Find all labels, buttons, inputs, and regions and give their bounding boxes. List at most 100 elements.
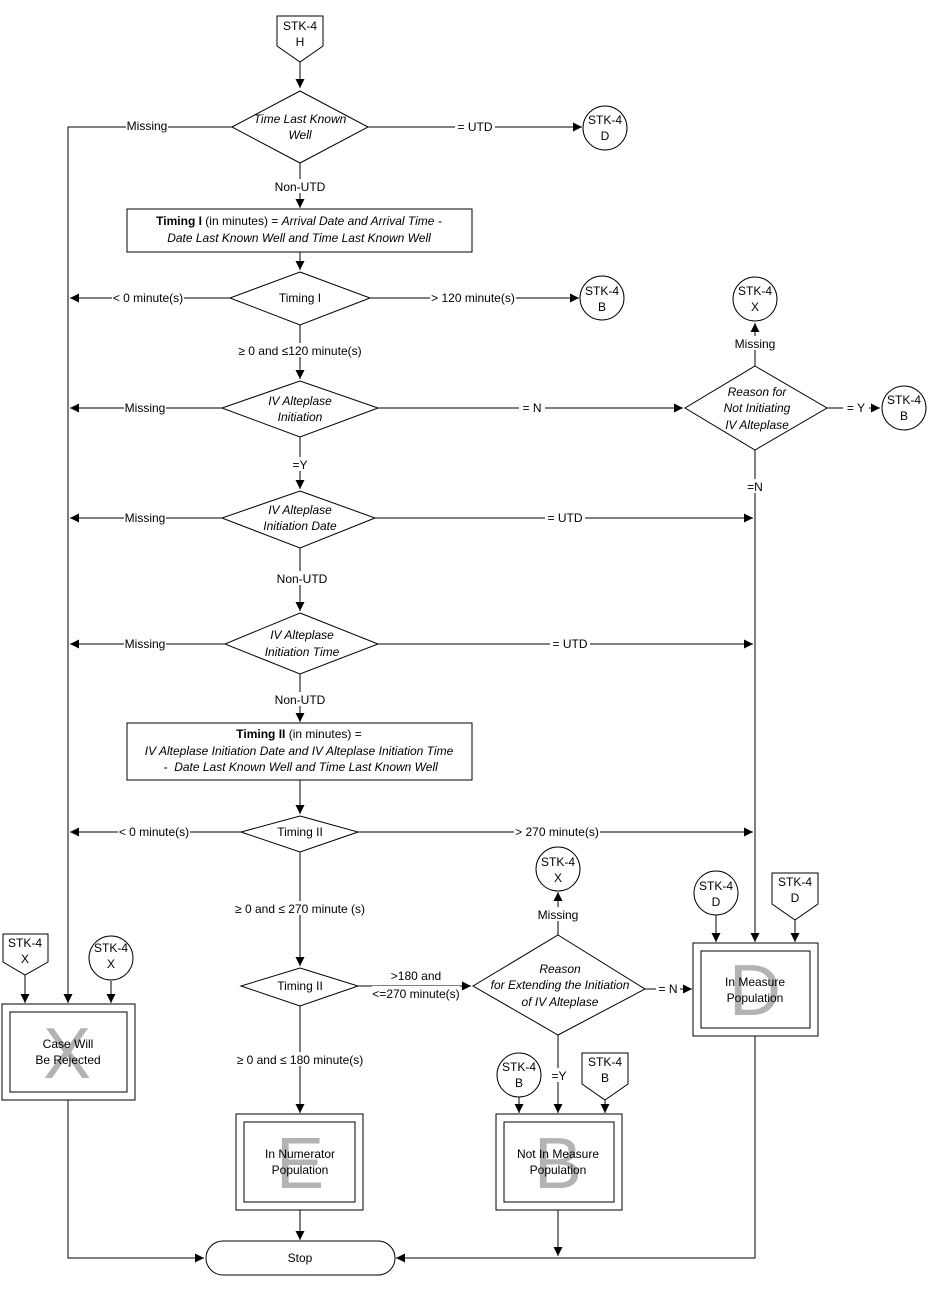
stop-label: Stop: [288, 1251, 313, 1265]
edge-label: ≥ 0 and ≤120 minute(s): [238, 344, 361, 358]
connector-label: X: [107, 957, 115, 971]
decision-iv-alteplase-initiation-time: IV Alteplase Initiation Time: [223, 612, 380, 675]
connector-label: STK-4: [502, 1060, 536, 1074]
connector-label: STK-4: [541, 855, 575, 869]
connector-label: D: [712, 895, 721, 909]
process-title: Timing I: [156, 214, 202, 228]
edge-label: =Y: [292, 458, 307, 472]
edge-label: >180 and: [391, 969, 441, 983]
onpage-connector-stk4-b-bottom: STK-4 B: [496, 1052, 542, 1098]
terminal-stop: Stop: [205, 1240, 396, 1276]
outcome-in-measure: D In Measure Population: [692, 942, 819, 1037]
outcome-in-numerator: E In Numerator Population: [235, 1113, 364, 1211]
edge-label: > 270 minute(s): [515, 825, 599, 839]
decision-label: IV Alteplase: [268, 394, 332, 408]
outcome-label: In Numerator: [265, 1147, 335, 1161]
process-text: - Date Last Known Well and Time Last Kno…: [160, 760, 438, 774]
decision-label: Initiation Date: [263, 519, 337, 533]
process-text: Arrival Date and Arrival Time -: [281, 214, 442, 228]
process-timing-i: Timing I (in minutes) = Arrival Date and…: [126, 208, 473, 253]
decision-iv-alteplase-initiation: IV Alteplase Initiation: [220, 380, 380, 438]
process-text: IV Alteplase Initiation Date and IV Alte…: [145, 744, 454, 758]
decision-label: Time Last Known: [254, 112, 347, 126]
decision-timing-ii-b: Timing II: [239, 967, 360, 1007]
connector-label: STK-4: [585, 284, 619, 298]
outcome-letter: D: [729, 951, 781, 1031]
connector-label: X: [554, 871, 562, 885]
svg-text:Timing II (in minutes) =: Timing II (in minutes) =: [236, 727, 361, 741]
outcome-case-rejected: X Case Will Be Rejected: [1, 1003, 136, 1101]
edge-label: Non-UTD: [275, 180, 326, 194]
decision-time-last-known-well: Time Last Known Well: [230, 90, 370, 164]
connector-label: STK-4: [588, 1055, 622, 1069]
onpage-connector-stk4-x-top: STK-4 X: [732, 276, 778, 322]
decision-label: Not Initiating: [724, 401, 791, 415]
edge-label: Non-UTD: [277, 572, 328, 586]
edge-label: Missing: [125, 637, 166, 651]
edge-label: = UTD: [547, 511, 582, 525]
edge-label: > 120 minute(s): [431, 291, 515, 305]
offpage-connector-stk4-h: STK-4 H: [276, 15, 324, 63]
edge-label: =Y: [551, 1069, 566, 1083]
connector-label: B: [900, 409, 908, 423]
outcome-letter: X: [43, 1014, 91, 1094]
connector-label: STK-4: [588, 113, 622, 127]
edge-label: = Y: [847, 401, 865, 415]
outcome-label: Be Rejected: [35, 1053, 100, 1067]
decision-iv-alteplase-initiation-date: IV Alteplase Initiation Date: [220, 490, 377, 549]
connector-label: STK-4: [8, 936, 42, 950]
connector-label: X: [21, 952, 29, 966]
edge-label: Missing: [125, 401, 166, 415]
decision-label: Initiation: [278, 410, 323, 424]
svg-text:Timing I (in minutes) = Arriva: Timing I (in minutes) = Arrival Date and…: [156, 214, 442, 228]
outcome-letter: E: [276, 1124, 324, 1204]
process-title: Timing II: [236, 727, 285, 741]
onpage-connector-stk4-x-left: STK-4 X: [88, 935, 134, 981]
onpage-connector-stk4-d-top: STK-4 D: [582, 105, 628, 151]
edge-label: = UTD: [457, 120, 492, 134]
decision-label: for Extending the Initiation: [491, 978, 630, 992]
offpage-connector-stk4-b-bottom: STK-4 B: [581, 1052, 629, 1101]
outcome-label: Not In Measure: [517, 1147, 599, 1161]
decision-label: IV Alteplase: [725, 418, 789, 432]
edge-label: < 0 minute(s): [119, 825, 189, 839]
offpage-connector-stk4-d-mid: STK-4 D: [771, 872, 819, 921]
process-text: Date Last Known Well and Time Last Known…: [167, 231, 431, 245]
process-text: (in minutes) =: [202, 214, 282, 228]
edge-label: Missing: [538, 908, 579, 922]
decision-label: Reason: [539, 962, 581, 976]
process-timing-ii: Timing II (in minutes) = IV Alteplase In…: [126, 722, 473, 781]
connector-label: STK-4: [283, 19, 317, 33]
connector-label: D: [791, 891, 800, 905]
edge-label: Missing: [127, 119, 168, 133]
edge-label: Non-UTD: [275, 693, 326, 707]
decision-label: Timing II: [277, 979, 323, 993]
offpage-connector-stk4-x-left: STK-4 X: [2, 933, 49, 976]
outcome-not-in-measure: B Not In Measure Population: [495, 1113, 623, 1211]
onpage-connector-stk4-b-2: STK-4 B: [881, 385, 927, 431]
connector-label: STK-4: [94, 941, 128, 955]
outcome-letter: B: [534, 1124, 582, 1204]
outcome-label: Population: [727, 991, 784, 1005]
edge-label: Missing: [735, 337, 776, 351]
connector-label: STK-4: [699, 879, 733, 893]
outcome-label: In Measure: [725, 975, 785, 989]
edge-label: = N: [658, 982, 677, 996]
decision-reason-not-initiating: Reason for Not Initiating IV Alteplase: [684, 365, 828, 451]
edge-labels: Missing = UTD Non-UTD < 0 minute(s) > 12…: [112, 119, 869, 1083]
decision-label: IV Alteplase: [268, 503, 332, 517]
connector-label: STK-4: [887, 393, 921, 407]
decision-label: Timing I: [279, 291, 321, 305]
outcome-label: Population: [272, 1163, 329, 1177]
decision-label: Timing II: [277, 825, 323, 839]
onpage-connector-stk4-x-mid: STK-4 X: [535, 846, 581, 892]
edge-label: = N: [522, 401, 541, 415]
connector-label: X: [751, 300, 759, 314]
decision-reason-extending: Reason for Extending the Initiation of I…: [472, 934, 647, 1036]
edge-label: < 0 minute(s): [113, 291, 183, 305]
onpage-connector-stk4-b-1: STK-4 B: [579, 275, 625, 321]
edge-label: = UTD: [552, 637, 587, 651]
outcome-label: Population: [530, 1163, 587, 1177]
connector-label: STK-4: [738, 284, 772, 298]
